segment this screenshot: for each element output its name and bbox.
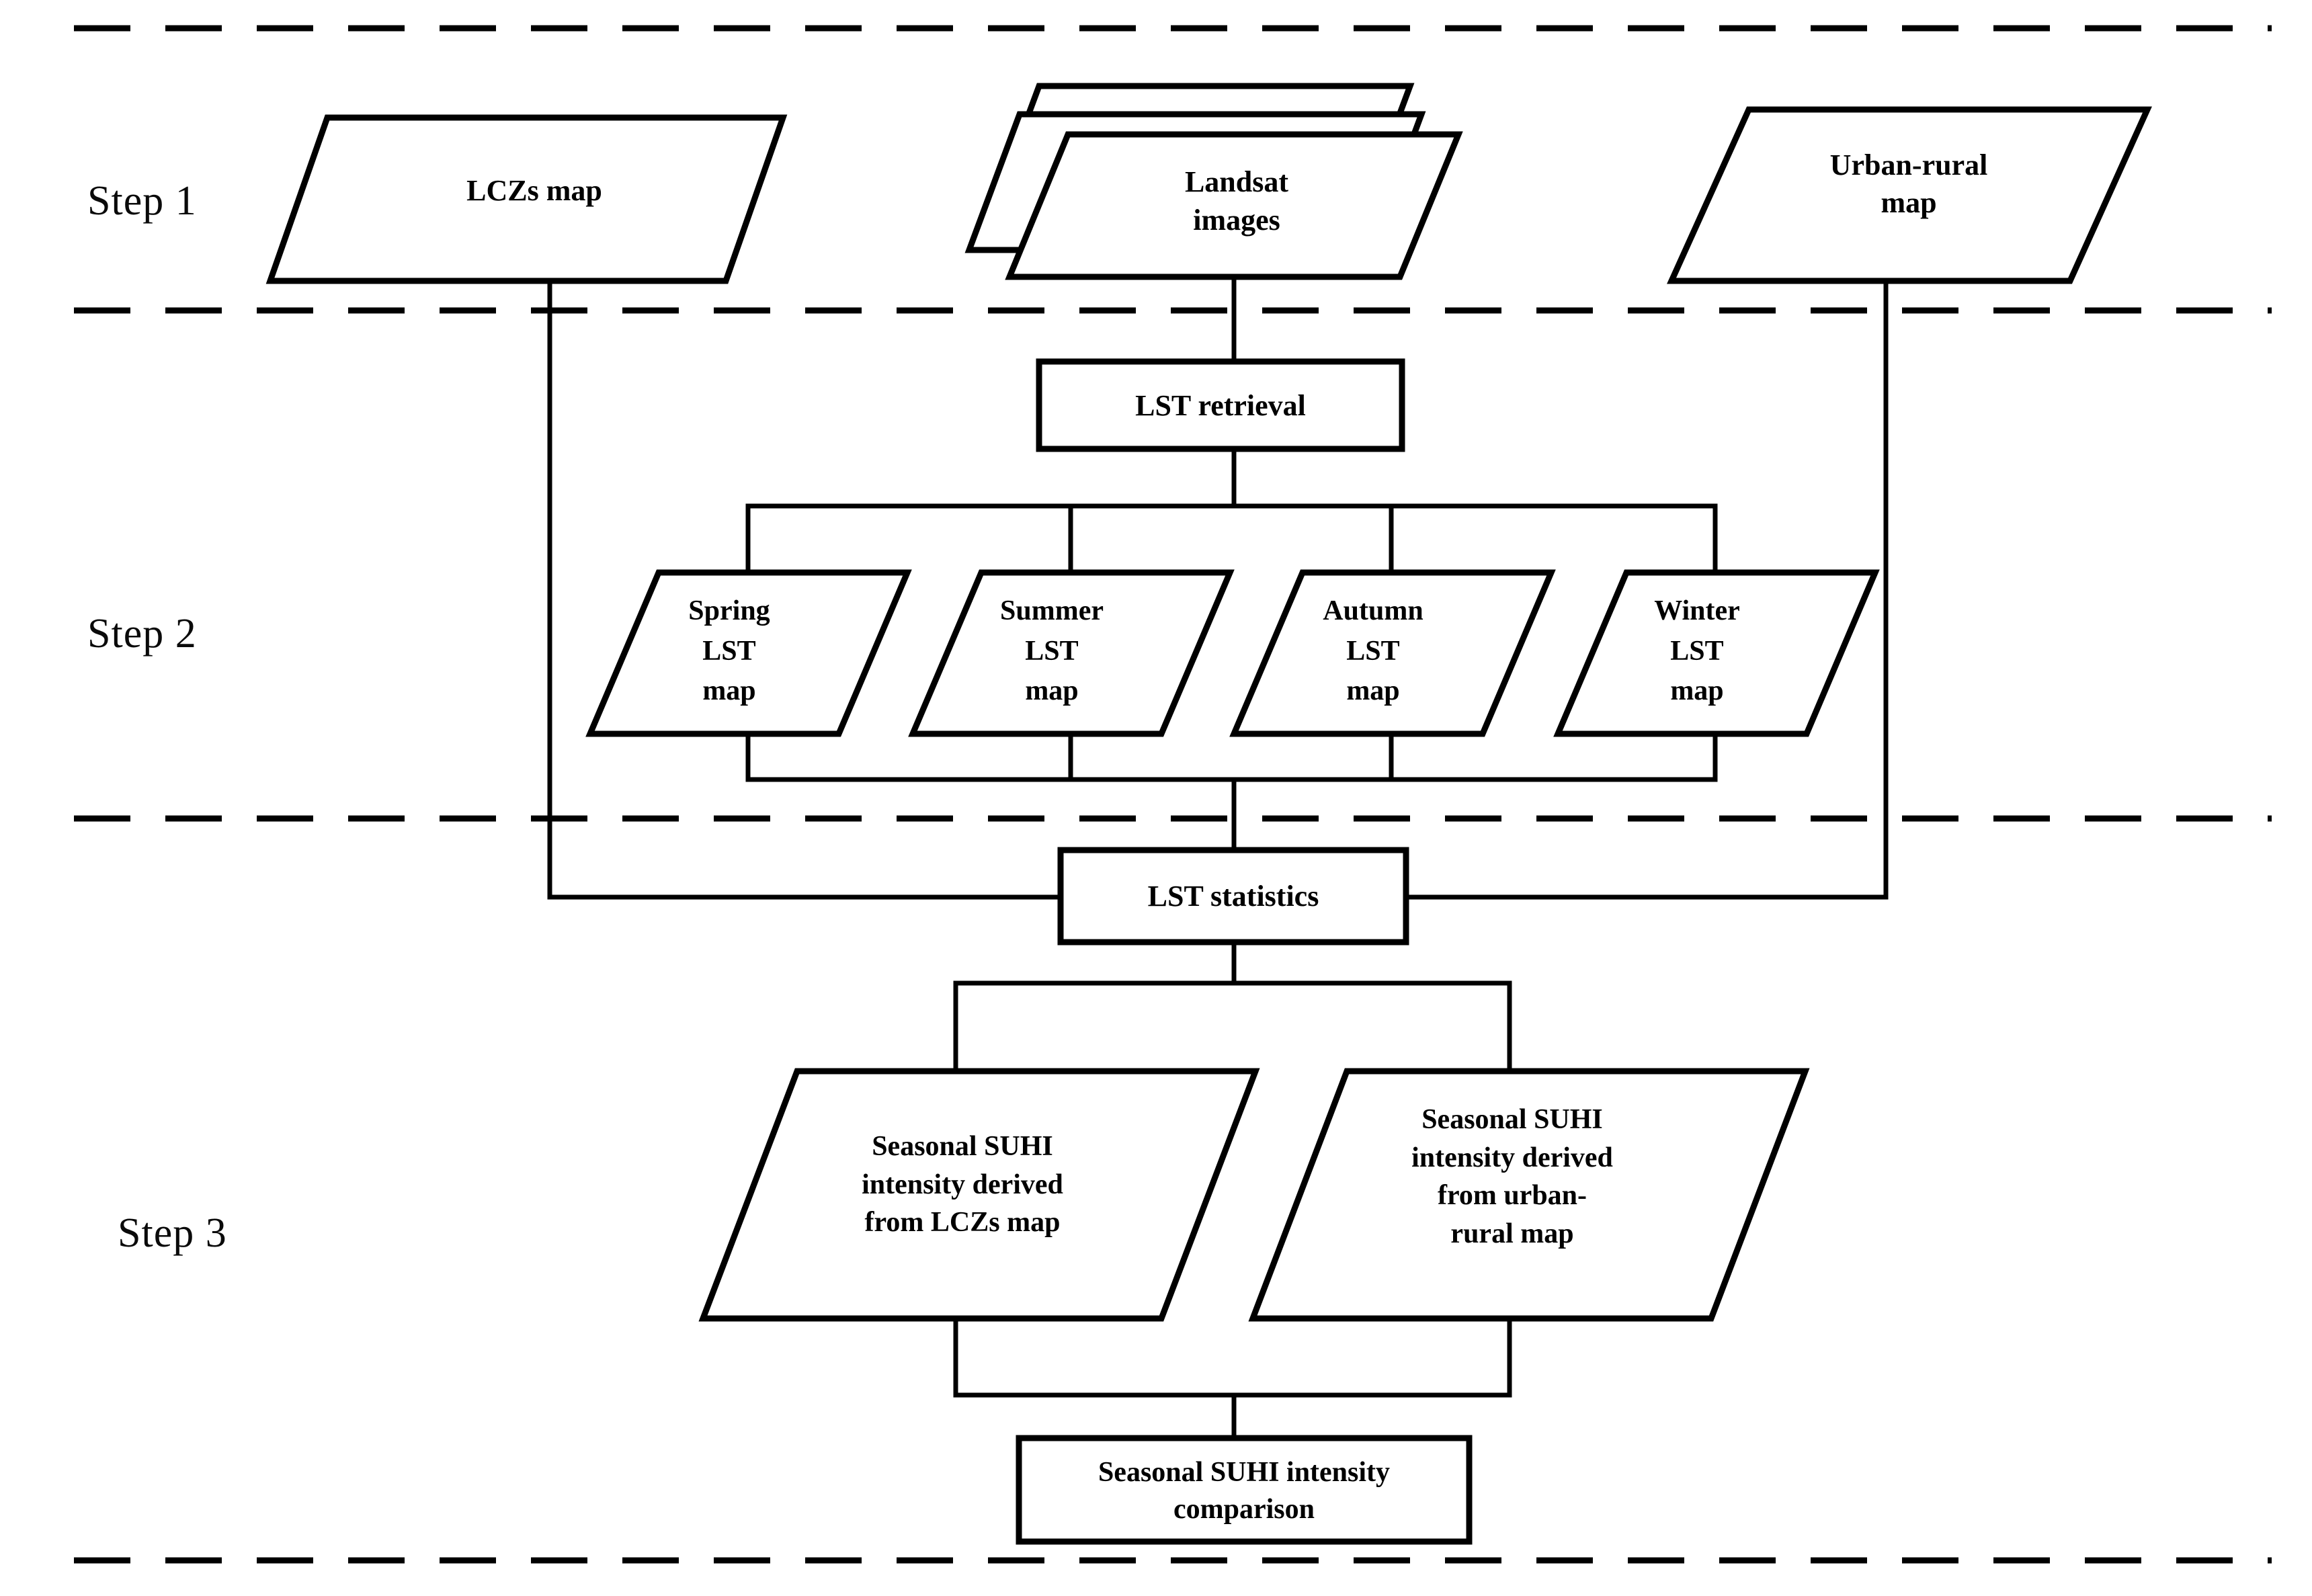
node-lczs-map[interactable] [265,114,788,284]
step-label-3: Step 3 [118,1210,227,1256]
node-spring-lst-map[interactable] [585,569,912,737]
connector-urbanrural-to-lst-statistics [1403,278,1889,900]
step-label-2: Step 2 [87,611,197,657]
step-label-1: Step 1 [87,178,197,224]
node-urban-rural-map[interactable] [1667,106,2152,284]
node-autumn-lst-map[interactable] [1229,569,1556,737]
node-suhi-from-urban-rural-map[interactable] [1248,1068,1810,1322]
node-suhi-comparison[interactable] [1016,1435,1473,1545]
node-winter-lst-map[interactable] [1553,569,1880,737]
node-summer-lst-map[interactable] [908,569,1235,737]
node-landsat-images[interactable] [1005,131,1463,280]
connector-lczs-to-lst-statistics [547,278,1063,900]
node-lst-statistics[interactable] [1057,847,1409,946]
node-suhi-from-lczs-map[interactable] [698,1068,1260,1322]
node-lst-retrieval[interactable] [1036,358,1405,452]
